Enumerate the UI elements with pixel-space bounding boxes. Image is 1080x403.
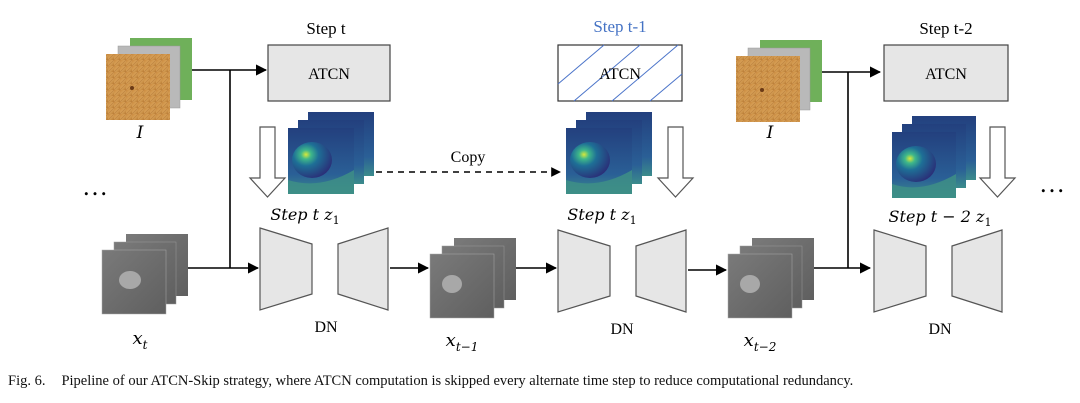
- step-t1-title: Step t-1: [593, 17, 646, 36]
- z-label-t: Step t z1: [270, 205, 339, 227]
- figure-caption: Fig. 6. Pipeline of our ATCN-Skip strateg…: [8, 373, 1074, 390]
- caption-figure-number: Fig. 6.: [8, 373, 46, 389]
- down-arrow-t1: [656, 126, 695, 198]
- step-t-title: Step t: [306, 19, 345, 38]
- input-image-stack-t2: [736, 40, 822, 122]
- noisy-image-stack-xt2: [727, 238, 814, 319]
- atcn-label-t2: ATCN: [925, 66, 967, 83]
- caption-text: Pipeline of our ATCN-Skip strategy, wher…: [61, 373, 854, 389]
- dn-block-t: [259, 227, 389, 311]
- atcn-box-t: ATCN: [267, 44, 391, 102]
- down-arrow-t: [248, 126, 287, 198]
- heatmap-stack-t2: [892, 116, 976, 198]
- image-label-t2: I: [766, 123, 774, 143]
- atcn-label-t1: ATCN: [599, 66, 641, 83]
- atcn-box-t1-skipped: ATCN: [557, 44, 683, 102]
- heatmap-stack-t: [288, 112, 374, 194]
- dn-label-t: DN: [314, 319, 338, 336]
- copy-label: Copy: [451, 149, 486, 166]
- noisy-image-stack-xt: [101, 234, 188, 315]
- input-image-stack-t: [106, 38, 192, 120]
- dn-block-t2: [873, 229, 1003, 313]
- pipeline-diagram: I Step t ATCN Step t z1 Copy … xt DN: [82, 17, 1065, 354]
- dn-block-t1: [557, 229, 687, 313]
- atcn-label-t: ATCN: [308, 66, 350, 83]
- ellipsis-right: …: [1039, 169, 1065, 198]
- ellipsis-left: …: [82, 172, 108, 201]
- step-t2-title: Step t-2: [919, 19, 972, 38]
- x-label-t: xt: [133, 328, 148, 352]
- noisy-image-stack-xt1: [429, 238, 516, 319]
- image-label-t: I: [136, 123, 144, 143]
- dn-label-t2: DN: [928, 321, 952, 338]
- z-label-t2: Step t − 2 z1: [889, 207, 992, 229]
- x-label-t1: xt−1: [446, 330, 479, 354]
- z-label-copied: Step t z1: [567, 205, 636, 227]
- dn-label-t1: DN: [610, 321, 634, 338]
- down-arrow-t2: [978, 126, 1017, 198]
- atcn-box-t2: ATCN: [883, 44, 1009, 102]
- heatmap-stack-copied: [566, 112, 652, 194]
- x-label-t2: xt−2: [744, 330, 777, 354]
